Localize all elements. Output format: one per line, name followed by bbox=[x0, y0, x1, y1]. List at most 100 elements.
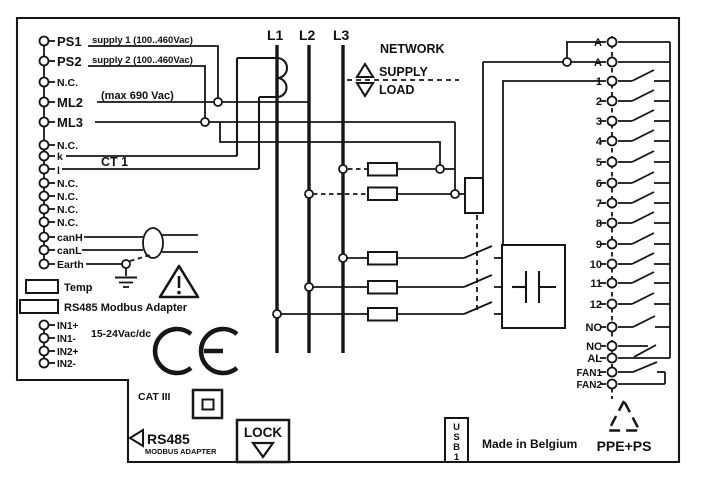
fuse-2 bbox=[367, 186, 398, 201]
terminal-label-6: 6 bbox=[596, 178, 602, 190]
current-transformer bbox=[235, 56, 289, 169]
rs485-arrow-icon bbox=[128, 428, 144, 448]
terminal-label-nc: N.C. bbox=[57, 77, 78, 89]
capacitor-steps-circuit bbox=[281, 80, 600, 322]
phase-lines bbox=[275, 45, 345, 353]
temp-label: Temp bbox=[64, 282, 93, 294]
left-terminal-circles bbox=[38, 35, 50, 369]
right-terminal-rail bbox=[600, 36, 671, 399]
terminal-label-earth: Earth bbox=[57, 259, 84, 271]
terminal-label-4: 4 bbox=[596, 136, 603, 148]
modbus-adapter-label: MODBUS ADAPTER bbox=[145, 447, 217, 456]
network-label: NETWORK bbox=[380, 42, 445, 56]
terminal-label-12: 12 bbox=[590, 299, 602, 311]
terminal-label-a1: A bbox=[594, 37, 602, 49]
temp-sensor-box bbox=[25, 279, 59, 294]
node bbox=[304, 189, 314, 199]
usb-label-1: 1 bbox=[454, 452, 460, 463]
contactor-coil bbox=[464, 177, 484, 214]
node bbox=[213, 97, 223, 107]
terminal-label-fan1: FAN1 bbox=[576, 368, 602, 379]
can-bus-cable bbox=[82, 227, 198, 259]
fuse-5 bbox=[367, 307, 398, 322]
phase-label-l1: L1 bbox=[267, 27, 284, 43]
capacitor-icon bbox=[512, 271, 556, 303]
terminal-label-a2: A bbox=[594, 57, 602, 69]
warning-icon bbox=[158, 264, 200, 299]
terminal-label-in2p: IN2+ bbox=[57, 347, 79, 358]
supply-arrow-icon bbox=[355, 61, 375, 79]
lock-label: LOCK bbox=[244, 425, 282, 440]
terminal-label-canh: canH bbox=[57, 232, 83, 244]
ce-mark-icon bbox=[152, 326, 239, 376]
earth-node bbox=[121, 259, 131, 269]
phase-label-l2: L2 bbox=[299, 27, 316, 43]
usb-label-s: S bbox=[453, 432, 459, 443]
terminal-label-al: AL bbox=[587, 353, 602, 365]
rs485-adapter-label: RS485 Modbus Adapter bbox=[64, 302, 188, 314]
load-label: LOAD bbox=[379, 83, 414, 97]
rs485-label: RS485 bbox=[147, 431, 190, 447]
capacitor-bank bbox=[501, 244, 566, 329]
lock-triangle-icon bbox=[250, 441, 276, 459]
terminal-label-3: 3 bbox=[596, 116, 602, 128]
network-direction-marker bbox=[347, 61, 459, 99]
terminal-label-9: 9 bbox=[596, 239, 602, 251]
terminal-label-nc: N.C. bbox=[57, 217, 78, 229]
usb-label-u: U bbox=[453, 422, 460, 433]
phase-label-l3: L3 bbox=[333, 27, 350, 43]
recycling-icon bbox=[607, 399, 641, 432]
terminal-label-ps2: PS2 bbox=[57, 54, 82, 69]
terminal-label-nc: NC bbox=[586, 341, 602, 353]
node bbox=[272, 309, 282, 319]
terminal-label-in1p: IN1+ bbox=[57, 321, 79, 332]
ml2-note: (max 690 Vac) bbox=[101, 90, 174, 102]
terminal-label-in1m: IN1- bbox=[57, 334, 76, 345]
terminal-label-ml3: ML3 bbox=[57, 115, 83, 130]
double-insulation-icon bbox=[191, 388, 224, 420]
terminal-label-nc: N.C. bbox=[57, 191, 78, 203]
measurement-wiring bbox=[88, 45, 456, 194]
made-in-label: Made in Belgium bbox=[482, 437, 577, 451]
terminal-label-k: k bbox=[57, 151, 63, 163]
terminal-label-no: NO bbox=[586, 322, 603, 334]
inputs-voltage-note: 15-24Vac/dc bbox=[91, 328, 151, 340]
terminal-label-nc: N.C. bbox=[57, 204, 78, 216]
terminal-label-ps1: PS1 bbox=[57, 34, 82, 49]
node bbox=[304, 282, 314, 292]
terminal-label-7: 7 bbox=[596, 198, 602, 210]
earth-connection bbox=[86, 254, 151, 288]
lock-badge bbox=[235, 418, 291, 464]
device-outline bbox=[15, 16, 681, 464]
recycling-code-label: PPE+PS bbox=[597, 438, 652, 454]
ps1-note: supply 1 (100..460Vac) bbox=[92, 35, 193, 46]
terminal-label-nc: N.C. bbox=[57, 140, 78, 152]
terminal-label-1: 1 bbox=[596, 76, 602, 88]
terminal-label-ml2: ML2 bbox=[57, 95, 83, 110]
fuse-4 bbox=[367, 280, 398, 295]
rs485-adapter-box bbox=[19, 299, 59, 314]
terminal-label-canl: canL bbox=[57, 245, 82, 257]
terminal-label-2: 2 bbox=[596, 96, 602, 108]
terminal-label-l: l bbox=[57, 165, 60, 177]
terminal-label-10: 10 bbox=[590, 259, 602, 271]
node bbox=[200, 117, 210, 127]
left-terminal-rail bbox=[43, 38, 55, 366]
fuse-3 bbox=[367, 251, 398, 266]
fuse-1 bbox=[367, 162, 398, 177]
usb-port-box bbox=[444, 417, 469, 463]
terminal-label-in2m: IN2- bbox=[57, 359, 76, 370]
coil-circuit bbox=[313, 41, 600, 214]
terminal-label-fan2: FAN2 bbox=[576, 380, 602, 391]
terminal-label-5: 5 bbox=[596, 157, 602, 169]
terminal-label-8: 8 bbox=[596, 218, 602, 230]
usb-label-b: B bbox=[453, 442, 460, 453]
node bbox=[450, 189, 460, 199]
node bbox=[562, 57, 572, 67]
terminal-label-nc: N.C. bbox=[57, 178, 78, 190]
node bbox=[338, 253, 348, 263]
load-arrow-icon bbox=[355, 81, 375, 99]
ps2-note: supply 2 (100..460Vac) bbox=[92, 55, 193, 66]
cat-rating-label: CAT III bbox=[138, 391, 171, 403]
